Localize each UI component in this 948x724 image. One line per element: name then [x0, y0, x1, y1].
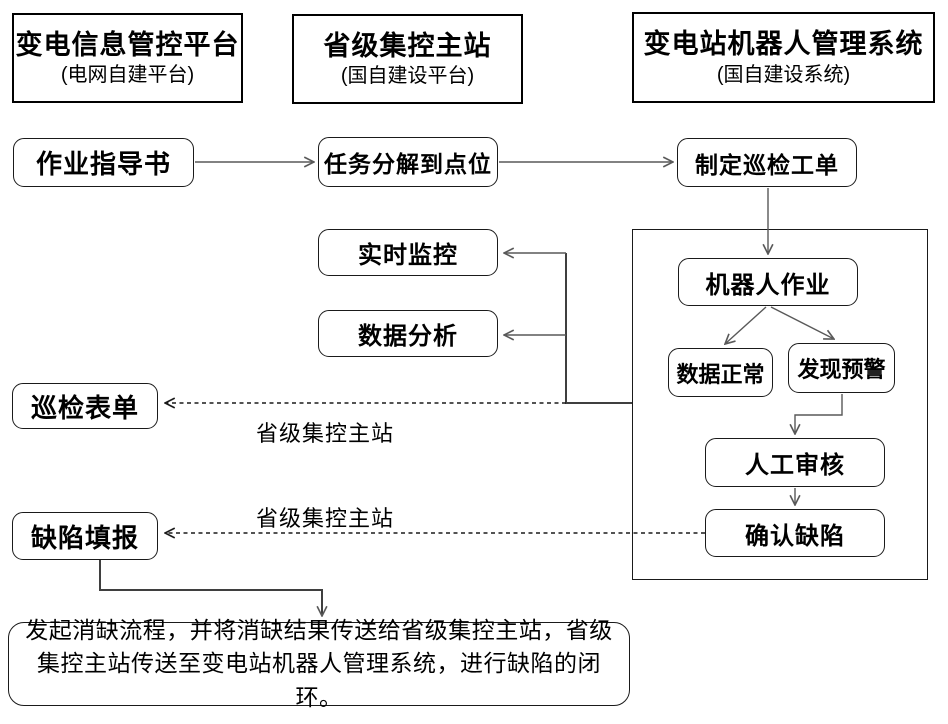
closing-loop-note: 发起消缺流程，并将消缺结果传送给省级集控主站，省级集控主站传送至变电站机器人管理… [8, 617, 630, 710]
node-warning-found: 发现预警 [788, 343, 895, 393]
node-data-normal: 数据正常 [668, 348, 773, 397]
header-title: 变电信息管控平台 [15, 29, 240, 60]
node-create-order: 制定巡检工单 [677, 138, 857, 187]
header-title: 变电站机器人管理系统 [643, 29, 924, 60]
arrow-report-to-note [99, 560, 322, 616]
edge-label-defect: 省级集控主站 [256, 506, 395, 531]
edge-label-inspection: 省级集控主站 [256, 421, 395, 446]
node-task-decompose: 任务分解到点位 [318, 137, 498, 187]
header-info-platform: 变电信息管控平台 (电网自建平台) [12, 13, 243, 103]
header-subtitle: (国自建设平台) [340, 65, 475, 88]
node-work-guide: 作业指导书 [13, 138, 194, 187]
node-realtime-monitor: 实时监控 [318, 229, 498, 276]
node-data-analysis: 数据分析 [318, 310, 498, 357]
header-subtitle: (国自建设系统) [716, 63, 851, 86]
wire-container-junction [565, 253, 632, 404]
node-inspection-form: 巡检表单 [12, 383, 158, 429]
node-confirm-defect: 确认缺陷 [705, 509, 885, 557]
header-subtitle: (电网自建平台) [60, 64, 195, 87]
node-manual-review: 人工审核 [705, 438, 885, 487]
header-robot-system: 变电站机器人管理系统 (国自建设系统) [632, 12, 935, 103]
header-province-master: 省级集控主站 (国自建设平台) [292, 14, 523, 104]
robot-system-container [632, 229, 928, 580]
node-defect-report: 缺陷填报 [12, 512, 158, 560]
node-robot-work: 机器人作业 [678, 258, 858, 306]
header-title: 省级集控主站 [323, 30, 492, 61]
